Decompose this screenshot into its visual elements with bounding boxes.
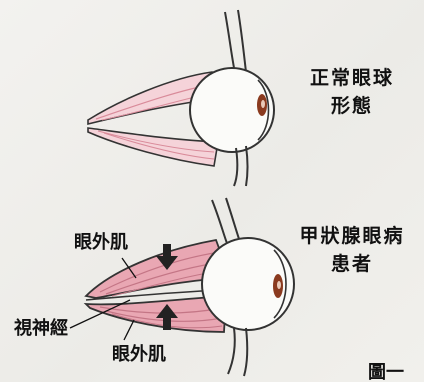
- ted-eye-group: [70, 198, 294, 376]
- label-muscle-upper: 眼外肌: [74, 232, 128, 255]
- leader-lower-muscle: [124, 320, 134, 340]
- normal-eye-group: [88, 10, 274, 186]
- ted-caption: 甲狀腺眼病 患者: [286, 222, 418, 278]
- figure-number: 圖一: [368, 362, 404, 382]
- ted-caption-line2: 患者: [286, 250, 418, 278]
- normal-caption-line2: 形態: [300, 92, 404, 120]
- label-optic-nerve: 視神經: [14, 318, 68, 341]
- normal-caption-line1: 正常眼球: [300, 64, 404, 92]
- ted-caption-line1: 甲狀腺眼病: [286, 222, 418, 250]
- normal-eye-caption: 正常眼球 形態: [300, 64, 404, 120]
- label-muscle-lower: 眼外肌: [112, 344, 166, 367]
